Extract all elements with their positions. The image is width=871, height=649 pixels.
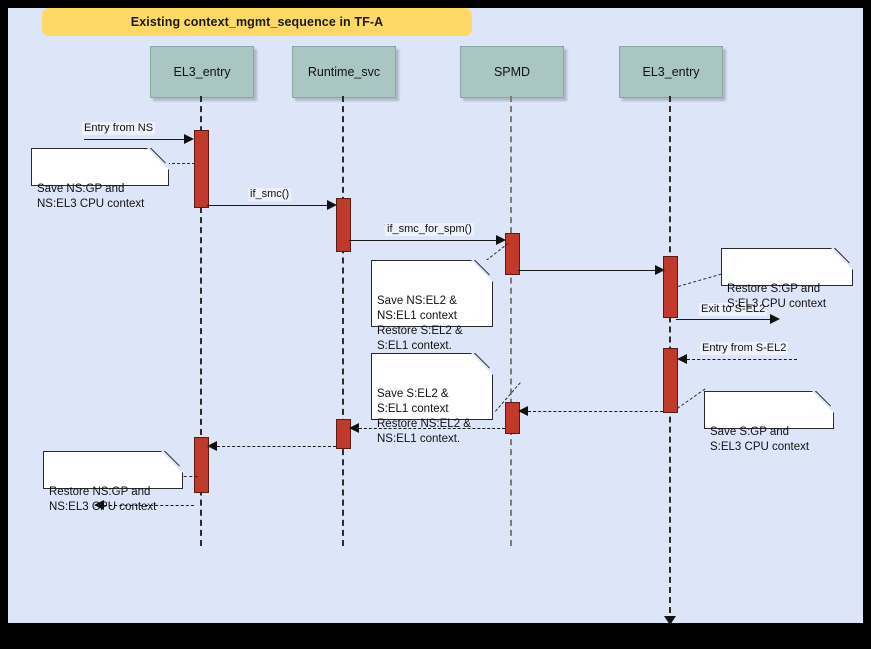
message-line-el3-left-exit: [104, 505, 194, 506]
message-line-if-smc-for-spm: [349, 240, 496, 241]
note-connector: [167, 163, 195, 164]
note-text: Restore NS:GP and NS:EL3 CPU context: [49, 486, 157, 513]
lifeline-runtime-svc: [342, 96, 344, 546]
activation-el3-entry-right-2: [663, 348, 678, 413]
activation-el3-entry-left-2: [194, 437, 209, 493]
participant-label: EL3_entry: [642, 65, 700, 79]
message-label-if-smc: if_smc(): [248, 188, 292, 201]
activation-runtime-svc-2: [336, 419, 351, 449]
lifeline-spmd: [510, 96, 512, 546]
arrow-right-icon: [655, 265, 665, 275]
arrow-right-icon: [770, 314, 780, 324]
arrow-right-icon: [496, 235, 506, 245]
arrow-left-icon: [518, 406, 528, 416]
note-save-s-el2: Save S:EL2 & S:EL1 context Restore NS:EL…: [371, 353, 493, 445]
note-restore-s-gp: Restore S:GP and S:EL3 CPU context: [721, 248, 853, 310]
arrow-left-icon: [349, 423, 359, 433]
arrow-left-icon: [94, 500, 104, 510]
lifeline-end-arrow-icon: [664, 616, 676, 623]
note-connector: [678, 273, 722, 287]
arrow-right-icon: [184, 134, 194, 144]
participant-el3-entry-left[interactable]: EL3_entry: [150, 46, 254, 98]
lifeline-el3-entry-left: [200, 96, 202, 546]
note-text: Save NS:GP and NS:EL3 CPU context: [37, 183, 145, 210]
note-restore-ns-gp: Restore NS:GP and NS:EL3 CPU context: [43, 451, 183, 513]
participant-runtime-svc[interactable]: Runtime_svc: [292, 46, 396, 98]
diagram-frame: Existing context_mgmt_sequence in TF-A E…: [8, 8, 863, 623]
note-text: Restore S:GP and S:EL3 CPU context: [727, 283, 827, 310]
note-text: Save S:EL2 & S:EL1 context Restore NS:EL…: [377, 388, 471, 445]
activation-runtime-svc-1: [336, 198, 351, 252]
activation-spmd-2: [505, 402, 520, 434]
participant-label: EL3_entry: [173, 65, 231, 79]
note-connector: [677, 388, 706, 409]
note-save-ns-el2: Save NS:EL2 & NS:EL1 context Restore S:E…: [371, 260, 493, 352]
arrow-right-icon: [327, 200, 337, 210]
message-label-exit-to-s-el2: Exit to S-EL2: [699, 303, 768, 316]
note-save-s-gp: Save S:GP and S:EL3 CPU context: [704, 391, 834, 453]
activation-el3-entry-right-1: [663, 256, 678, 318]
message-line-entry-from-s-el2: [687, 359, 797, 360]
message-label-if-smc-for-spm: if_smc_for_spm(): [385, 223, 474, 236]
participant-label: Runtime_svc: [307, 65, 381, 79]
message-line-spmd-to-runtime-svc: [359, 428, 505, 429]
note-text: Save S:GP and S:EL3 CPU context: [710, 426, 810, 453]
arrow-left-icon: [207, 441, 217, 451]
activation-el3-entry-left-1: [194, 130, 209, 208]
diagram-title-banner: Existing context_mgmt_sequence in TF-A: [42, 8, 472, 36]
participant-el3-entry-right[interactable]: EL3_entry: [619, 46, 723, 98]
message-label-entry-from-ns: Entry from NS: [82, 122, 156, 135]
message-line-runtime-svc-to-el3-left: [217, 446, 336, 447]
note-text: Save NS:EL2 & NS:EL1 context Restore S:E…: [377, 295, 463, 352]
message-line-exit-to-s-el2: [676, 319, 770, 320]
participant-spmd[interactable]: SPMD: [460, 46, 564, 98]
note-connector: [178, 476, 198, 477]
message-line-if-smc: [207, 205, 327, 206]
message-label-entry-from-s-el2: Entry from S-EL2: [700, 342, 789, 355]
message-line-el3-right-to-spmd: [528, 411, 663, 412]
note-save-ns-gp: Save NS:GP and NS:EL3 CPU context: [31, 148, 169, 210]
arrow-left-icon: [677, 354, 687, 364]
message-line-entry-from-ns: [84, 139, 184, 140]
activation-spmd-1: [505, 233, 520, 275]
participant-label: SPMD: [493, 65, 531, 79]
page-title: Existing context_mgmt_sequence in TF-A: [130, 15, 384, 29]
message-line-spmd-to-el3-right: [518, 270, 655, 271]
